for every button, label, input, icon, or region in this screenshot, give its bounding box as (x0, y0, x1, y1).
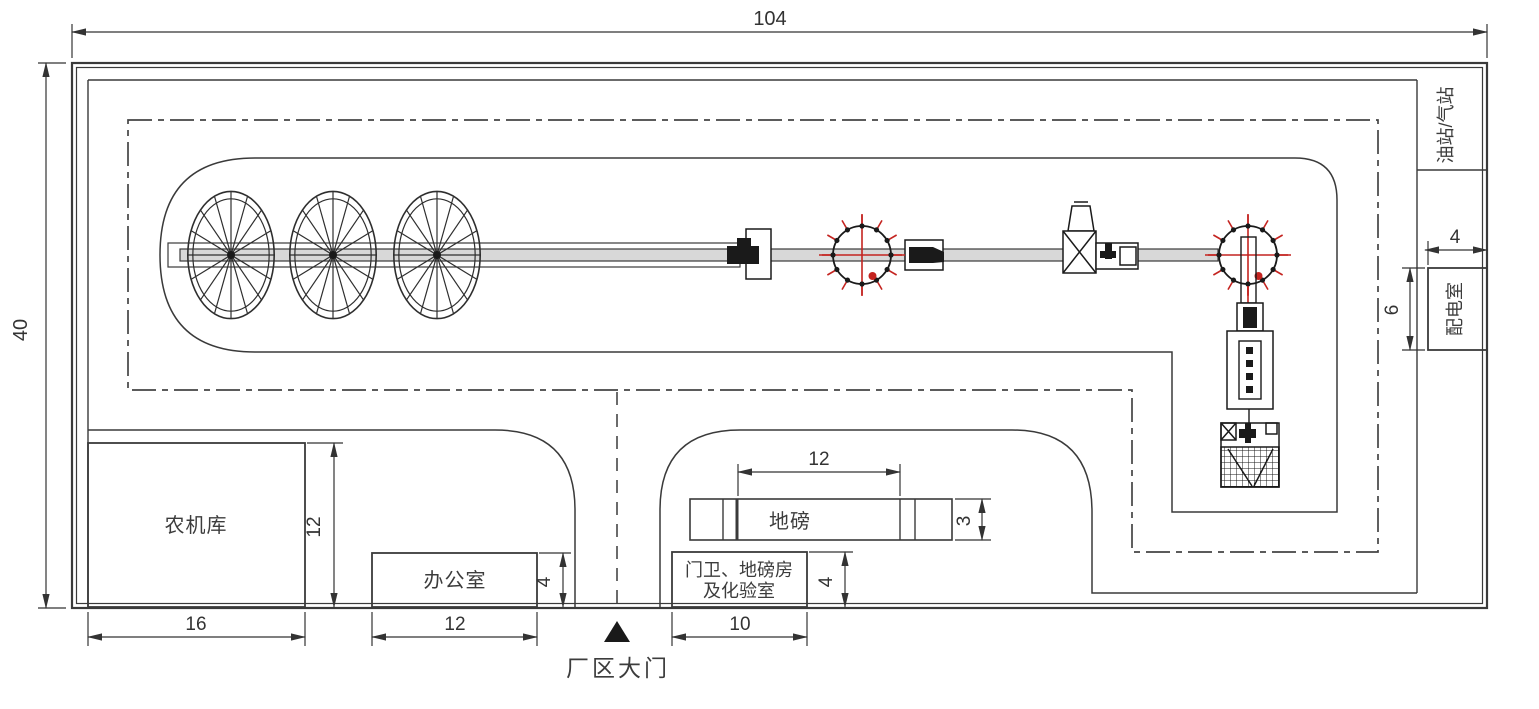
gate-marker-icon (604, 621, 630, 642)
dim-machinery-shed-width-text: 16 (185, 614, 206, 635)
building-machinery-shed (87, 442, 306, 608)
power-room-label: 配电室 (1445, 282, 1465, 336)
dim-machinery-shed-height-text: 12 (304, 516, 325, 537)
dim-machinery-shed-height (307, 442, 343, 608)
machinery-shed-label: 农机库 (165, 514, 228, 537)
dim-office-height (539, 552, 571, 608)
dim-office-width (371, 612, 538, 646)
weighbridge-label: 地磅 (769, 510, 811, 533)
dim-weighbridge-width-text: 12 (808, 449, 829, 470)
dim-gatehouse-height-text: 4 (816, 576, 837, 587)
dim-power-room-width-text: 4 (1450, 227, 1461, 248)
building-office (371, 552, 538, 608)
dim-power-room-height-text: 6 (1382, 305, 1403, 316)
storage-tank-3 (392, 190, 482, 320)
cleaner-hopper (1062, 201, 1139, 274)
receiving-pit (1220, 422, 1280, 488)
dim-weighbridge-height-text: 3 (954, 516, 975, 527)
bucket-elevator (1226, 302, 1274, 424)
road-edge-left (88, 429, 576, 607)
setback-dashdot-line (127, 119, 1379, 553)
gatehouse-label-line1: 门卫、地磅房 (685, 560, 793, 580)
drive-motor-1 (727, 228, 772, 280)
dim-office-height-text: 4 (534, 576, 555, 587)
dim-site-width-text: 104 (753, 8, 786, 30)
fuel-gas-station-label: 油站/气站 (1436, 86, 1456, 163)
dim-power-room-height (1402, 267, 1425, 351)
tank-yard-outline (159, 157, 1338, 513)
dim-site-height-text: 40 (10, 319, 32, 341)
dim-site-height (38, 62, 66, 609)
dim-office-width-text: 12 (444, 614, 465, 635)
chain-sprocket-1 (818, 213, 906, 297)
storage-tank-2 (288, 190, 378, 320)
drive-motor-2 (904, 239, 944, 271)
dim-weighbridge-width (737, 464, 901, 496)
road-edge-right (659, 429, 1417, 607)
chain-sprocket-2 (1204, 213, 1292, 297)
dim-power-room-width (1424, 241, 1488, 265)
office-label: 办公室 (424, 569, 487, 592)
weighbridge (689, 498, 953, 541)
dim-machinery-shed-width (87, 612, 306, 646)
building-power-room (1427, 267, 1488, 351)
dim-gatehouse-width-text: 10 (729, 614, 750, 635)
building-gatehouse (671, 551, 808, 608)
storage-tank-1 (187, 190, 276, 320)
dim-weighbridge-height (955, 498, 991, 541)
gate-label: 厂区大门 (566, 655, 670, 681)
gatehouse-label-line2: 及化验室 (703, 581, 775, 601)
dim-gatehouse-width (671, 612, 808, 646)
dim-gatehouse-height (809, 551, 853, 608)
dim-site-width (71, 24, 1488, 58)
road-edges (88, 157, 1417, 608)
